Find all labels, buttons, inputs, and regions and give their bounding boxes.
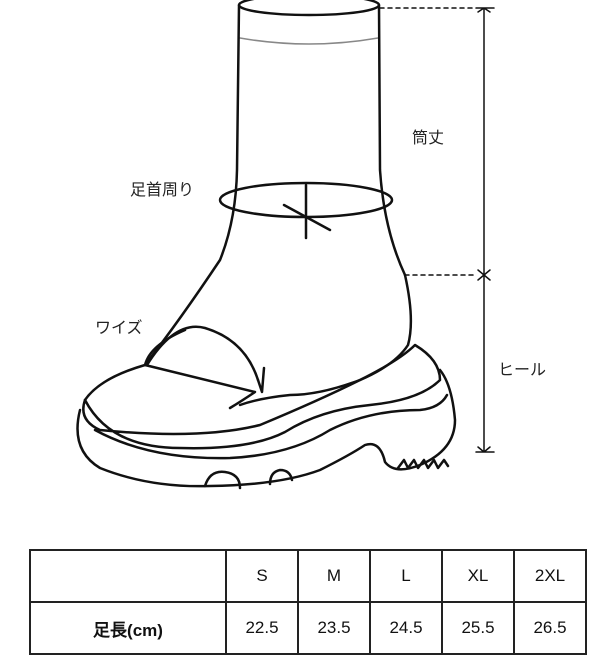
table-cell: 25.5 [441,601,515,655]
table-row: 足長(cm) 22.5 23.5 24.5 25.5 26.5 [29,601,587,655]
label-heel: ヒール [498,360,547,379]
size-table: S M L XL 2XL 足長(cm) 22.5 23.5 24.5 25.5 … [29,549,587,655]
width-arc [145,325,260,382]
table-cell: 23.5 [297,601,371,655]
table-header-row: S M L XL 2XL [29,549,587,603]
sole-middle [93,393,449,460]
sole-notches [203,468,294,490]
shaft-height-dimension [475,7,495,276]
header-cell: M [297,549,371,603]
header-cell: L [369,549,443,603]
width-arrow [256,366,266,394]
row-label: 足長(cm) [29,601,227,655]
ankle-cross-marker [282,183,332,240]
boot-shaft [143,3,407,367]
dashed-guides [379,7,477,276]
boot-toe [83,363,257,410]
inner-rim-line [239,37,379,45]
boot-diagram [76,0,495,490]
boot-opening [237,0,381,17]
header-cell: 2XL [513,549,587,603]
table-cell: 22.5 [225,601,299,655]
table-cell: 26.5 [513,601,587,655]
table-cell: 24.5 [369,601,443,655]
header-cell: XL [441,549,515,603]
label-width: ワイズ [95,318,143,337]
label-ankle-circumference: 足首周り [130,180,195,199]
sole-upper [82,343,442,450]
header-cell: S [225,549,299,603]
sole-lower [76,368,457,488]
header-cell [29,549,227,603]
heel-dimension [475,274,495,453]
boot-vamp [143,273,413,407]
sole-tread [396,458,450,470]
label-shaft-height: 筒丈 [412,128,445,147]
